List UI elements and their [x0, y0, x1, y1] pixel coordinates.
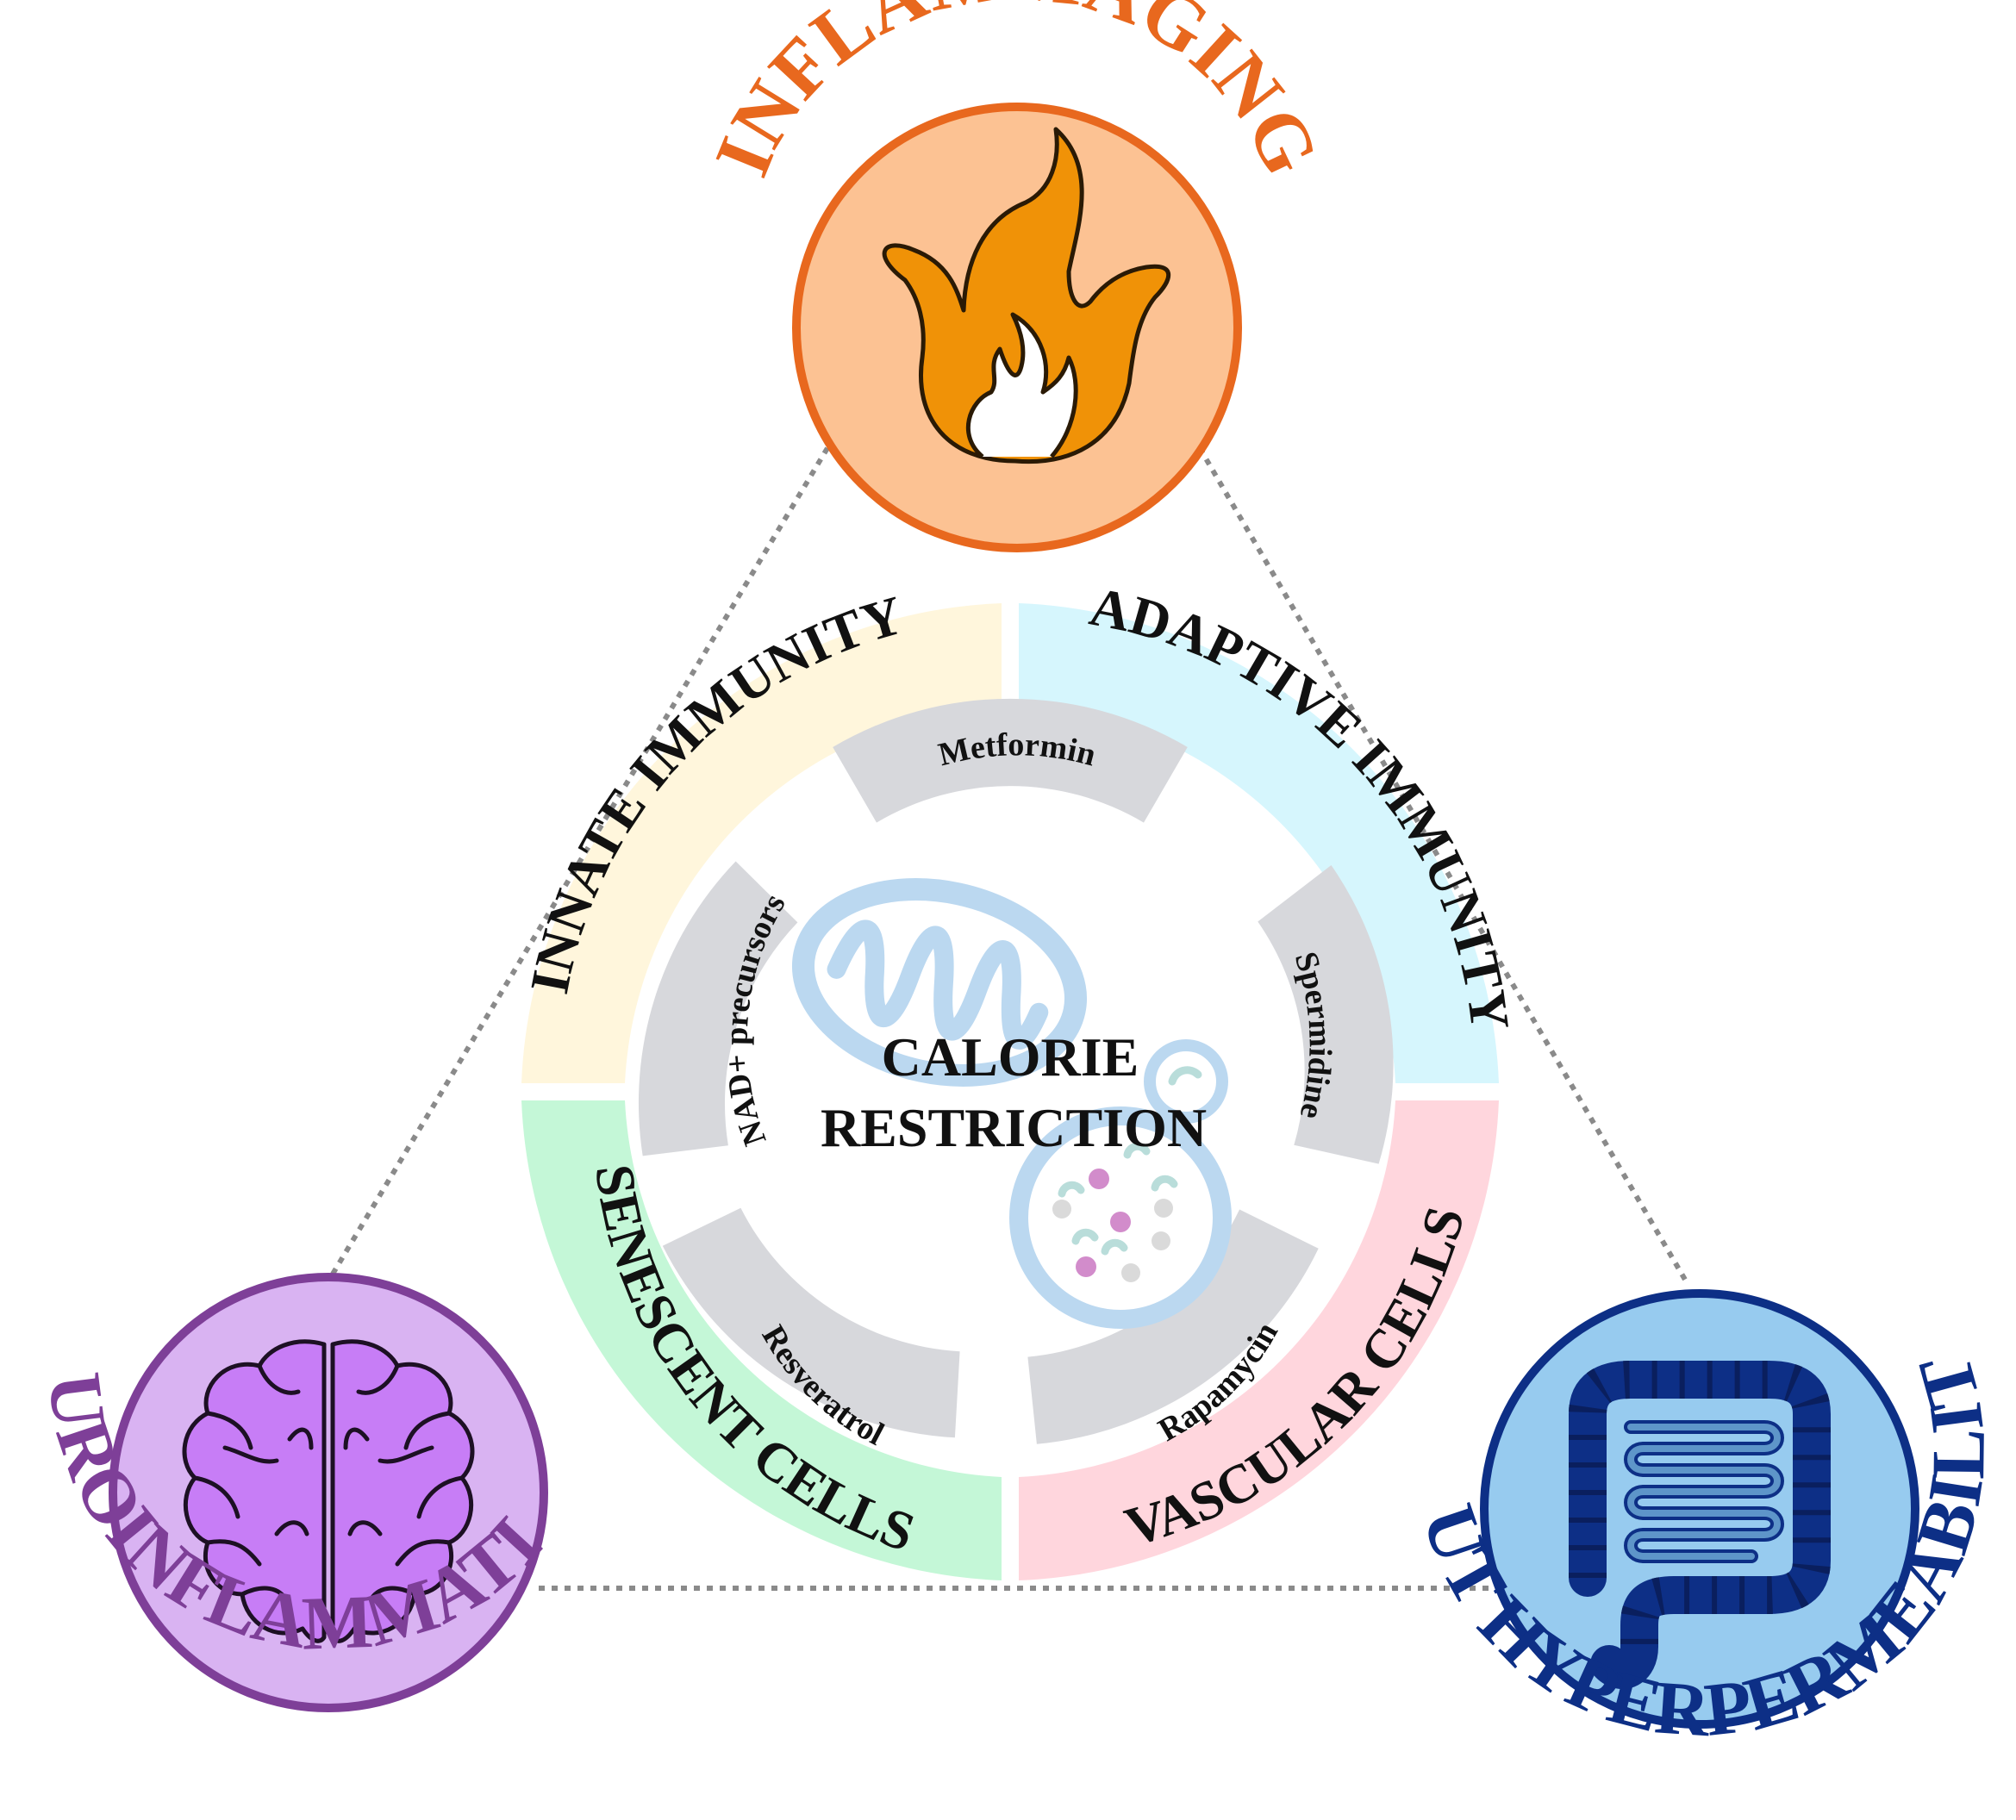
intestine-icon [1569, 1361, 1831, 1689]
flame-icon [882, 127, 1171, 464]
connection-triangle [329, 446, 1690, 1591]
ring-vascular-segment [1019, 1100, 1499, 1580]
segment-resveratrol [662, 1207, 960, 1438]
line-inflam-gut [1197, 446, 1690, 1286]
line-inflam-neuro [329, 446, 830, 1277]
segment-metformin [833, 698, 1188, 823]
mitochondrion-icon [791, 878, 1088, 1087]
ring-innate-segment [521, 603, 1002, 1083]
segment-nad-precursors [638, 861, 798, 1156]
ring-adaptive-segment [1019, 603, 1499, 1083]
brain-icon [182, 1339, 475, 1643]
segment-spermidine [1258, 865, 1394, 1164]
node-inflammaging: INFLAMMAGING [697, 0, 1336, 552]
segment-rapamycin [1027, 1209, 1319, 1444]
cell-vesicle-icon [1009, 1039, 1232, 1329]
ring-senescent-segment [521, 1100, 1002, 1580]
immune-ring [521, 603, 1499, 1580]
center-title-line2: RESTRICTION [821, 1097, 1207, 1158]
node-neuroinflammation: NEUROINFLAMMATION [0, 0, 558, 1712]
center-title-line1: CALORIE [882, 1026, 1139, 1088]
intervention-ring [638, 698, 1394, 1444]
